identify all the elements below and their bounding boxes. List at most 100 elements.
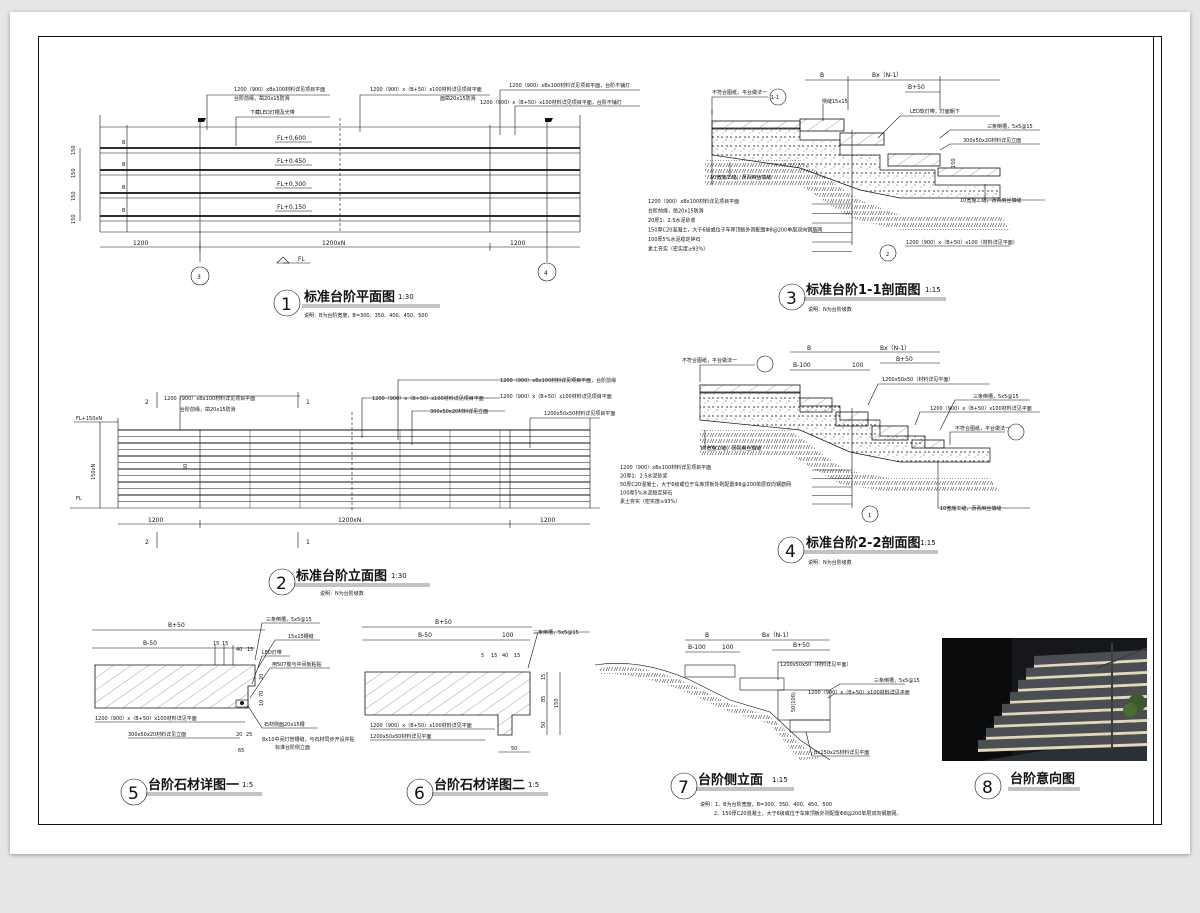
section-2-2-title: 4 标准台阶2-2剖面图 1:15 说明：N为台阶级数 xyxy=(777,535,938,566)
s22-title-text: 标准台阶2-2剖面图 xyxy=(805,535,921,551)
s22-top-left: 不符合图纸，平台做法一 xyxy=(682,357,737,364)
d5-dim-20: 20 xyxy=(259,674,265,680)
s11-title-text: 标准台阶1-1剖面图 xyxy=(805,282,921,298)
d5-dim-b65: 65 xyxy=(238,748,244,754)
photo-step-light xyxy=(986,731,1147,740)
s22-marker: 1 xyxy=(868,513,871,519)
plan-dim-3: 1200 xyxy=(510,240,525,247)
elev-tread: 50 xyxy=(183,464,189,470)
d6-title-num: 6 xyxy=(414,784,425,804)
s22-layer-2: 20厚1：2.5水泥砂浆 xyxy=(620,473,668,480)
elev-callout-5: 300x50x20材料详见立面 xyxy=(430,408,488,415)
elevation-title: 2 标准台阶立面图 1:30 说明：N为台阶级数 xyxy=(268,568,430,597)
elev-dim-1: 1200 xyxy=(148,517,163,524)
d7-bottom: Bx150x25材料详见平面 xyxy=(814,749,869,756)
d6-dim-b-50: B-50 xyxy=(418,632,432,639)
s11-layer-5: 100厚5%水泥稳定碎石 xyxy=(648,236,700,243)
plan-callout-2a: 1200（900）x（B+50）x100材料详见项目平面 xyxy=(370,86,482,93)
d7-right: 1200（900）x（B+50）x100材料详见平面 xyxy=(808,689,910,696)
s22-dim-100: 100 xyxy=(852,362,864,369)
d6-bottom-2: 1200x50x50材料详见平面 xyxy=(370,733,431,740)
b-label-4: B xyxy=(122,208,126,214)
d7-dim-b100: B-100 xyxy=(688,644,706,651)
plan-dim-1: 1200 xyxy=(133,240,148,247)
elev-callout-1a: 1200（900）xBx100材料详见项目平面 xyxy=(164,395,255,402)
stone-detail-1-title: 5 台阶石材详图一 1:5 xyxy=(120,777,262,806)
plan-callout-3a: 1200（900）xBx100材料详见项目平面，台阶不铺灯 xyxy=(509,82,630,89)
s22-layer-3: 50厚C20混凝土，大于6级或位于车库顶板外则配置Φ8@200单层双向钢筋网 xyxy=(620,481,791,488)
photo-step-light xyxy=(1026,671,1147,680)
d6-dim-15: 15 xyxy=(541,674,547,680)
d6-dim-150: 150 xyxy=(554,698,560,708)
photo-step-light xyxy=(978,743,1147,752)
d6-dim-100: 100 xyxy=(502,632,514,639)
plan-dim-2: 1200xN xyxy=(322,240,345,247)
s11-base-right: 10宽施工缝，沥青麻丝填缝 xyxy=(960,197,1021,204)
level-300: FL+0.300 xyxy=(277,181,306,188)
d7-title-text: 台阶侧立面 xyxy=(698,772,763,788)
elev-callout-2: 1200（900）x（B+50）x100材料详见项目平面 xyxy=(372,395,484,402)
d5-dim-40: 40 xyxy=(236,647,242,653)
s11-top-left: 不符合图纸，平台做法一 xyxy=(712,89,767,96)
s22-chamfer: 三条倒槽，5x5@15 xyxy=(973,393,1019,400)
s11-base-left: 10宽施工缝，沥青麻丝填缝 xyxy=(710,174,771,181)
plan-section-left: 3 xyxy=(197,274,201,281)
s11-title-num: 3 xyxy=(786,289,797,309)
dim-left-3: 150 xyxy=(71,191,77,201)
s22-dim-b100: B-100 xyxy=(793,362,811,369)
s11-note: 说明：N为台阶级数 xyxy=(808,306,852,313)
d6-bottom-1: 1200（900）x（B+50）x100材料详见平面 xyxy=(370,722,472,729)
s22-base-left: 10宽施工缝，沥青麻丝填缝 xyxy=(700,445,761,452)
plan-title-num: 1 xyxy=(281,295,292,315)
stone-detail-2: B+50 B-50 100 5 15 40 15 三条倒槽，5x5@15 15 … xyxy=(362,619,590,753)
photo-step-tread xyxy=(994,710,1147,727)
dim-left-4: 150 xyxy=(71,214,77,224)
s22-dim-b: B xyxy=(807,345,811,352)
d6-dim-15b: 15 xyxy=(514,653,520,659)
elev-callout-6: 1200x50x50材料详见项目平面 xyxy=(544,410,615,417)
dim-left-2: 150 xyxy=(71,168,77,178)
d7-block: 1200x50x50（材料详见平面） xyxy=(780,661,851,668)
d5-dim-15b: 15 xyxy=(222,641,228,647)
s22-title-num: 4 xyxy=(785,542,796,562)
stone-detail-1: B+50 B-50 15 15 40 15 三条倒槽，5x5@15 15x15槽… xyxy=(92,616,355,754)
s22-title-scale: 1:15 xyxy=(920,539,936,547)
elev-callout-4: 1200（900）x（B+50）x100材料详见项目平面 xyxy=(500,393,612,400)
s22-right: 1200（900）x（B+50）x100材料详见平面 xyxy=(930,405,1032,412)
photo-step-tread xyxy=(1002,698,1147,715)
photo-step-tread xyxy=(986,722,1147,739)
level-150: FL+0.150 xyxy=(277,204,306,211)
elev-height: 150xN xyxy=(91,463,97,480)
d5-dim-15a: 15 xyxy=(213,641,219,647)
elev-sec-right-top: 1 xyxy=(306,399,310,406)
photo-step-light xyxy=(1018,683,1147,692)
d8-title-text: 台阶意向图 xyxy=(1010,771,1075,787)
stair-photo-drawing xyxy=(942,638,1147,761)
plan-callout-2b: 面凿20x15防滑 xyxy=(440,95,476,102)
s11-chamfer: 三条倒槽，5x5@15 xyxy=(987,123,1033,130)
b-label-3: B xyxy=(122,185,126,191)
level-600: FL+0.600 xyxy=(277,135,306,142)
s11-layer-1: 1200（900）xBx100材料详见项目平面 xyxy=(648,198,739,205)
plan-title-scale: 1:30 xyxy=(398,293,414,301)
d5-dim-b50: B+50 xyxy=(168,622,185,629)
plan-callout-1a: 1200（900）xBx100材料详见项目平面 xyxy=(234,86,325,93)
plan-callout-1c: 下藏LED灯槽及光带 xyxy=(250,109,295,116)
s11-150: 150 xyxy=(951,158,957,168)
d5-dim-b20: 20 xyxy=(236,732,242,738)
d7-note-2: 2、150厚C20混凝土，大于6级或位于车库顶板外则配置Φ8@200单层双向钢筋… xyxy=(714,810,901,817)
plan-callout-1b: 台阶前缘，凿20x15防滑 xyxy=(234,95,290,102)
elev-title-scale: 1:30 xyxy=(391,572,407,580)
elev-sec-right-bot: 1 xyxy=(306,539,310,546)
s22-dim-b50: B+50 xyxy=(896,356,913,363)
d7-title-num: 7 xyxy=(678,778,689,798)
photo-step-tread xyxy=(1018,674,1147,691)
plan-fl: FL xyxy=(298,256,305,263)
d7-dim-b50: B+50 xyxy=(793,642,810,649)
d7-dim-b: B xyxy=(705,632,709,639)
s11-title-scale: 1:15 xyxy=(925,286,941,294)
s22-block: 1200x50x50（材料详见平面） xyxy=(882,376,953,383)
s11-led: LED软灯带，灯面朝下 xyxy=(910,108,960,115)
photo-step-light xyxy=(1034,659,1147,668)
